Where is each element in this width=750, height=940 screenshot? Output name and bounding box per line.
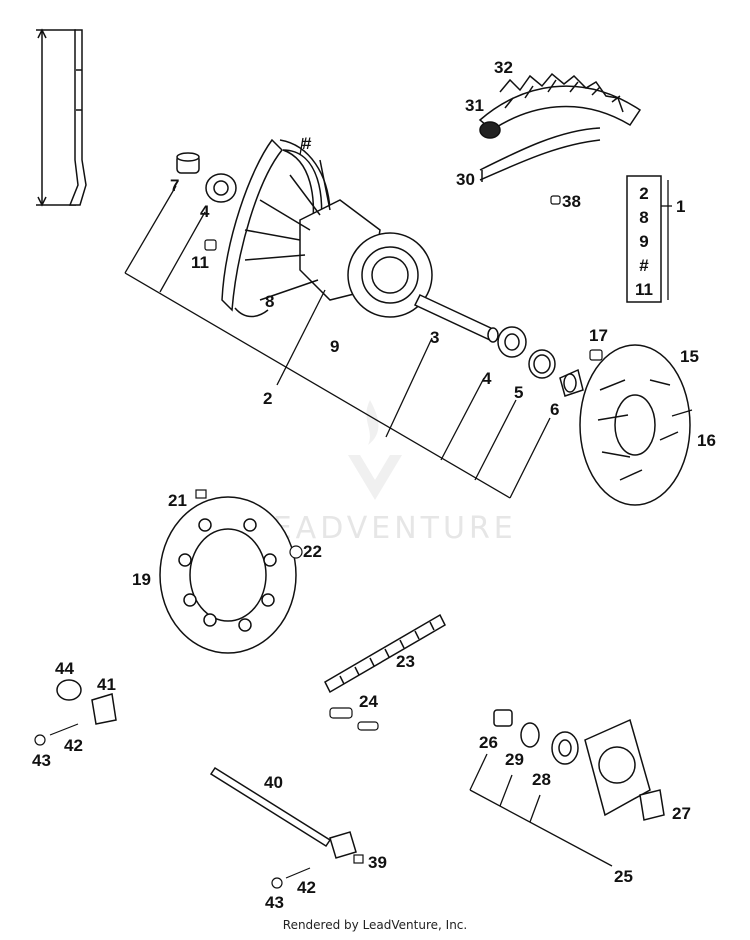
- callout-17: 17: [589, 326, 608, 345]
- adjuster-41-part: [91, 693, 117, 725]
- brake-disc-part: [579, 344, 691, 506]
- callout-7: 7: [170, 176, 179, 195]
- callout-32: 32: [494, 58, 513, 77]
- callout-26: 26: [479, 733, 498, 752]
- callout-41: 41: [97, 675, 116, 694]
- callout-4a: 4: [200, 202, 210, 221]
- callout-3: 3: [430, 328, 439, 347]
- damper-27-part: [639, 789, 665, 821]
- chain-link-part: [329, 707, 379, 731]
- axle-part: [209, 766, 357, 859]
- callout-23: 23: [396, 652, 415, 671]
- callout-21: 21: [168, 491, 187, 510]
- callout-16: 16: [697, 431, 716, 450]
- bearing-4-part: [205, 173, 237, 203]
- callout-2: 2: [263, 389, 272, 408]
- spacer-7-part: [176, 152, 200, 174]
- kit-item-1: 2: [639, 184, 648, 203]
- callout-29: 29: [505, 750, 524, 769]
- callout-39: 39: [368, 853, 387, 872]
- callout-27: 27: [672, 804, 691, 823]
- watermark-text: LEADVENTURE: [252, 511, 517, 546]
- chain-part: [324, 613, 446, 694]
- callout-31: 31: [465, 96, 484, 115]
- kit-item-2: 8: [639, 208, 648, 227]
- kit-label: 1: [676, 197, 685, 216]
- bolt-42a-part: [49, 723, 79, 736]
- nut-43a-part: [34, 734, 46, 746]
- bolt-42b-part: [285, 867, 311, 879]
- seal-29-part: [520, 722, 540, 748]
- callout-42a: 42: [64, 736, 83, 755]
- nut-44-part: [56, 679, 82, 701]
- nut-39-part: [353, 854, 364, 864]
- callout-30: 30: [456, 170, 475, 189]
- sprocket-part: [159, 496, 297, 654]
- callout-6: 6: [550, 400, 559, 419]
- spacer-6-part: [559, 368, 584, 397]
- bearing-28-part: [551, 731, 579, 765]
- tire-part: [478, 72, 642, 139]
- hub-25-part: [584, 718, 651, 817]
- kit-item-5: 11: [635, 280, 653, 299]
- seal-5-part: [528, 349, 556, 379]
- nut-43b-part: [271, 877, 283, 889]
- callout-24: 24: [359, 692, 378, 711]
- kit-item-4: #: [639, 256, 649, 275]
- callout-42b: 42: [297, 878, 316, 897]
- callout-hash: #: [302, 134, 312, 153]
- callout-44: 44: [55, 659, 74, 678]
- callout-11: 11: [191, 253, 209, 272]
- callout-43a: 43: [32, 751, 51, 770]
- valve-cap-part: [550, 195, 561, 205]
- footer-credit: Rendered by LeadVenture, Inc.: [282, 918, 468, 932]
- callout-28: 28: [532, 770, 551, 789]
- watermark-logo-icon: [348, 400, 402, 500]
- callout-25: 25: [614, 867, 633, 886]
- spacer-26-part: [493, 709, 513, 727]
- spacer-tube-part: [413, 294, 499, 343]
- kit-box: 2 8 9 # 11 1: [626, 175, 685, 303]
- callout-22: 22: [303, 542, 322, 561]
- callout-4b: 4: [482, 369, 492, 388]
- callout-9: 9: [330, 337, 339, 356]
- flange-part: [347, 232, 433, 318]
- callout-5: 5: [514, 383, 523, 402]
- leader-lines: [124, 137, 672, 867]
- bolt-11-part: [204, 239, 217, 251]
- inner-tube-part: [479, 127, 601, 182]
- nut-17-part: [589, 349, 603, 361]
- bolt-21-part: [195, 489, 207, 499]
- kit-item-3: 9: [639, 232, 648, 251]
- spoke-part: [36, 28, 87, 207]
- callout-40: 40: [264, 773, 283, 792]
- callout-8: 8: [265, 292, 274, 311]
- callout-43b: 43: [265, 893, 284, 912]
- callout-15: 15: [680, 347, 699, 366]
- callout-19: 19: [132, 570, 151, 589]
- callouts: 7 4 11 8 2 9 3 4 5 6 # 32 31 30 38 17 15…: [32, 58, 716, 912]
- bearing-4b-part: [497, 326, 527, 358]
- bolt-16-part: [671, 409, 693, 417]
- callout-38: 38: [562, 192, 581, 211]
- nut-22-part: [289, 545, 303, 559]
